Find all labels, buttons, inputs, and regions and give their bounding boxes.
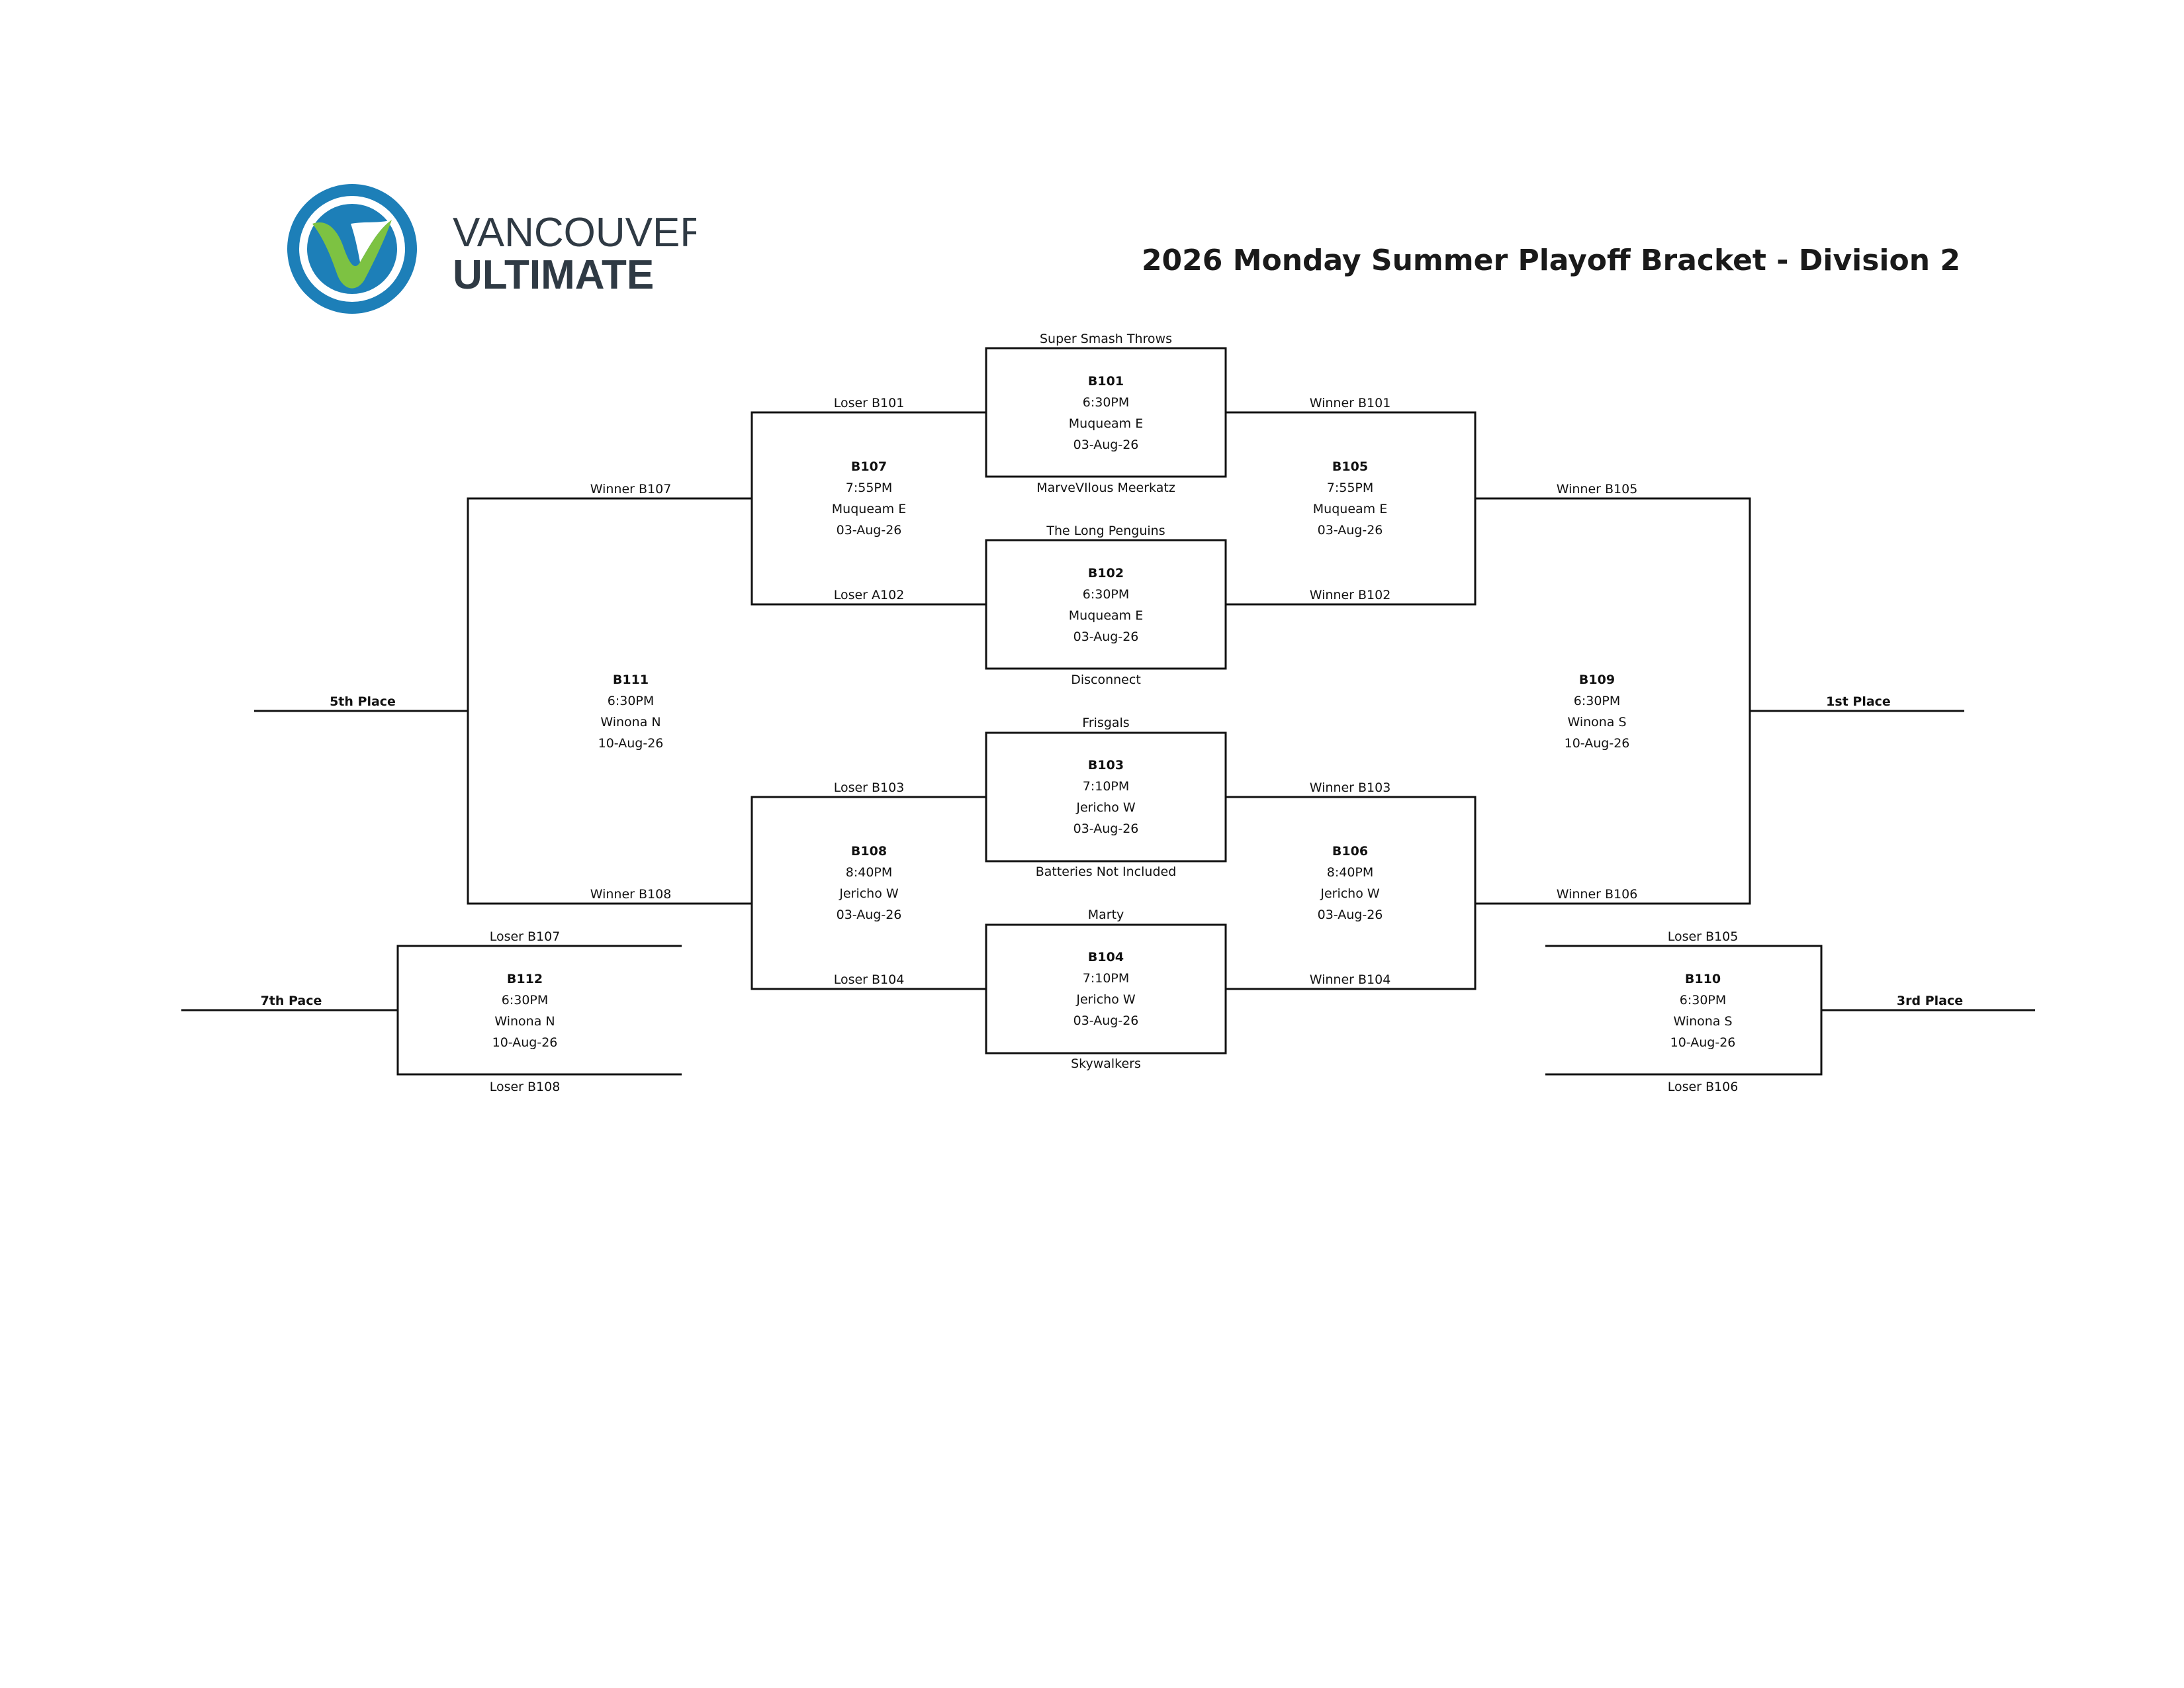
b111-result: 5th Place: [330, 694, 396, 709]
b105-date: 03-Aug-26: [1317, 523, 1383, 538]
b101-date: 03-Aug-26: [1073, 438, 1139, 452]
box-b102: [985, 539, 1227, 670]
b101-field: Muqueam E: [1068, 416, 1144, 431]
b102-date: 03-Aug-26: [1073, 630, 1139, 644]
b110-slot-bottom: Loser B106: [1667, 1080, 1739, 1094]
b103-game-id: B103: [1087, 758, 1124, 773]
b112-slot-bottom: Loser B108: [489, 1080, 561, 1094]
b101-time: 6:30PM: [1082, 395, 1130, 410]
b112-slot-top: Loser B107: [489, 929, 561, 944]
b109-slot-bottom: Winner B106: [1556, 887, 1638, 902]
b111-field: Winona N: [600, 715, 661, 729]
b103-time: 7:10PM: [1082, 779, 1130, 794]
bracket-b110: [1545, 945, 1823, 1076]
vancouver-ultimate-logo: VANCOUVER ULTIMATE: [286, 183, 709, 315]
b111-slot-top: Winner B107: [590, 482, 672, 496]
logo-text-top: VANCOUVER: [453, 210, 696, 256]
b108-field: Jericho W: [839, 886, 899, 901]
b110-slot-top: Loser B105: [1667, 929, 1739, 944]
b107-field: Muqueam E: [831, 502, 907, 516]
b101-team-bottom: MarveVIlous Meerkatz: [1036, 481, 1175, 495]
b106-time: 8:40PM: [1326, 865, 1374, 880]
b101-team-top: Super Smash Throws: [1039, 332, 1173, 346]
b103-date: 03-Aug-26: [1073, 821, 1139, 836]
b109-game-id: B109: [1578, 673, 1615, 687]
b108-time: 8:40PM: [845, 865, 893, 880]
b106-field: Jericho W: [1320, 886, 1380, 901]
bracket-b112: [396, 945, 682, 1076]
b105-slot-top: Winner B101: [1309, 396, 1391, 410]
bracket-b111: [467, 497, 752, 905]
bracket-b109: [1475, 497, 1751, 905]
b112-field: Winona N: [494, 1014, 555, 1029]
b104-time: 7:10PM: [1082, 971, 1130, 986]
b102-time: 6:30PM: [1082, 587, 1130, 602]
b111-date: 10-Aug-26: [598, 736, 664, 751]
b104-game-id: B104: [1087, 950, 1124, 964]
b110-game-id: B110: [1684, 972, 1721, 986]
b104-team-top: Marty: [1087, 908, 1124, 922]
b107-game-id: B107: [850, 459, 887, 474]
b102-game-id: B102: [1087, 566, 1124, 581]
b103-team-top: Frisgals: [1082, 716, 1130, 730]
b110-date: 10-Aug-26: [1670, 1035, 1736, 1050]
b109-slot-top: Winner B105: [1556, 482, 1638, 496]
b110-time: 6:30PM: [1679, 993, 1727, 1008]
b103-field: Jericho W: [1076, 800, 1136, 815]
b101-game-id: B101: [1087, 374, 1124, 389]
bracket-b105: [1226, 411, 1477, 606]
b111-slot-bottom: Winner B108: [590, 887, 672, 902]
b108-game-id: B108: [850, 844, 887, 859]
b112-date: 10-Aug-26: [492, 1035, 558, 1050]
b102-field: Muqueam E: [1068, 608, 1144, 623]
page-title: 2026 Monday Summer Playoff Bracket - Div…: [1141, 244, 1960, 277]
b104-team-bottom: Skywalkers: [1071, 1056, 1141, 1071]
logo-text-bottom: ULTIMATE: [453, 252, 654, 298]
b112-time: 6:30PM: [501, 993, 549, 1008]
bracket-b108: [751, 796, 986, 990]
b111-time: 6:30PM: [607, 694, 655, 708]
b110-result: 3rd Place: [1896, 994, 1964, 1008]
b105-game-id: B105: [1332, 459, 1369, 474]
b105-field: Muqueam E: [1312, 502, 1388, 516]
b112-result: 7th Pace: [260, 994, 322, 1008]
b108-date: 03-Aug-26: [836, 908, 902, 922]
b106-slot-top: Winner B103: [1309, 780, 1391, 795]
b107-slot-top: Loser B101: [833, 396, 905, 410]
b104-date: 03-Aug-26: [1073, 1013, 1139, 1028]
b102-team-top: The Long Penguins: [1046, 524, 1165, 538]
bracket-b106: [1226, 796, 1477, 990]
b109-time: 6:30PM: [1573, 694, 1621, 708]
b108-slot-top: Loser B103: [833, 780, 905, 795]
b110-field: Winona S: [1673, 1014, 1733, 1029]
b107-slot-bottom: Loser A102: [833, 588, 905, 602]
bracket-b107: [751, 411, 986, 606]
b105-time: 7:55PM: [1326, 481, 1374, 495]
b109-field: Winona S: [1567, 715, 1627, 729]
b102-team-bottom: Disconnect: [1071, 673, 1141, 687]
box-b101: [985, 347, 1227, 478]
b107-time: 7:55PM: [845, 481, 893, 495]
b103-team-bottom: Batteries Not Included: [1035, 865, 1177, 879]
b107-date: 03-Aug-26: [836, 523, 902, 538]
b106-slot-bottom: Winner B104: [1309, 972, 1391, 987]
b104-field: Jericho W: [1076, 992, 1136, 1007]
box-b103: [985, 731, 1227, 863]
b108-slot-bottom: Loser B104: [833, 972, 905, 987]
b106-date: 03-Aug-26: [1317, 908, 1383, 922]
b106-game-id: B106: [1332, 844, 1369, 859]
b109-date: 10-Aug-26: [1564, 736, 1630, 751]
b112-game-id: B112: [506, 972, 543, 986]
b109-result: 1st Place: [1826, 694, 1891, 709]
b105-slot-bottom: Winner B102: [1309, 588, 1391, 602]
box-b104: [985, 923, 1227, 1055]
b111-game-id: B111: [612, 673, 649, 687]
